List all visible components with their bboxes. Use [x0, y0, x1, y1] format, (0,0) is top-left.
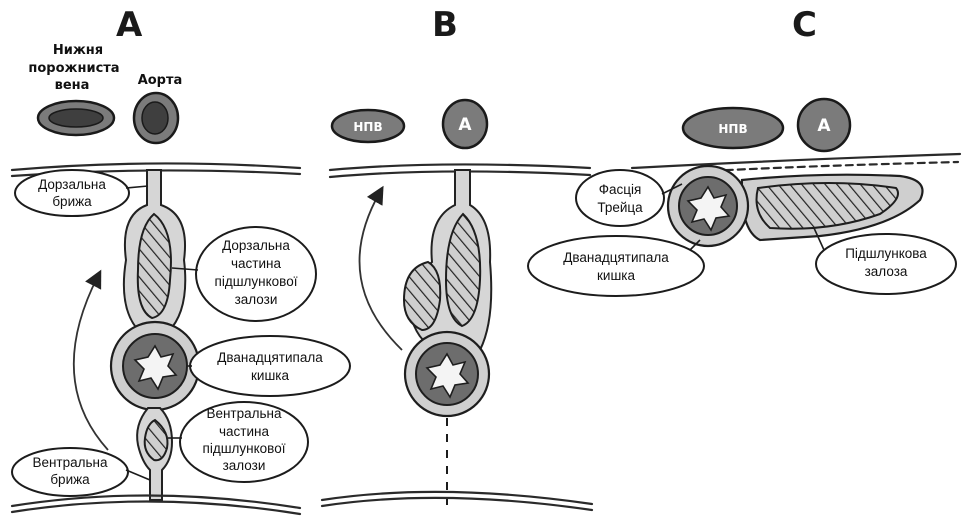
- svg-text:підшлункової: підшлункової: [203, 441, 286, 456]
- svg-text:брижа: брижа: [52, 194, 92, 209]
- ivc-abbr-c: НПВ: [718, 122, 747, 136]
- callout-treitz-fascia: Фасція Трейца: [576, 170, 682, 226]
- aorta-vessel-c: А: [798, 99, 850, 151]
- ivc-vessel-c: НПВ: [683, 108, 783, 148]
- svg-text:частина: частина: [219, 424, 269, 439]
- svg-text:кишка: кишка: [251, 368, 289, 383]
- posterior-wall-c: [632, 154, 960, 168]
- ivc-vessel-b: НПВ: [332, 110, 404, 142]
- svg-text:підшлункової: підшлункової: [215, 274, 298, 289]
- anterior-wall-a: [12, 501, 300, 514]
- panel-b-letter: B: [432, 5, 458, 45]
- curved-arrow-icon: [360, 192, 402, 350]
- svg-text:Трейца: Трейца: [597, 200, 643, 215]
- panel-a: A Нижня порожниста вена Аорта: [12, 5, 350, 514]
- svg-text:Дорзальна: Дорзальна: [38, 177, 106, 192]
- ventral-pancreas-b: [404, 262, 440, 330]
- aorta-label: Аорта: [138, 73, 183, 88]
- aorta-vessel-a: [134, 93, 178, 143]
- callout-duodenum-c: Дванадцятипала кишка: [528, 236, 704, 296]
- duodenum-a: [111, 322, 199, 410]
- callout-duodenum-a: Дванадцятипала кишка: [188, 336, 350, 396]
- svg-text:Фасція: Фасція: [599, 182, 642, 197]
- svg-text:брижа: брижа: [50, 472, 90, 487]
- panel-c-letter: C: [792, 5, 817, 45]
- aorta-vessel-b: А: [443, 100, 487, 148]
- aorta-abbr-c: А: [817, 116, 831, 136]
- svg-text:кишка: кишка: [597, 268, 635, 283]
- svg-text:залози: залози: [235, 292, 278, 307]
- curved-arrow-icon: [74, 276, 108, 450]
- callout-dorsal-mesentery: Дорзальна брижа: [15, 170, 148, 216]
- panel-a-letter: A: [116, 5, 143, 45]
- dorsal-pancreas-a: [138, 214, 171, 318]
- callout-pancreas-c: Підшлункова залоза: [814, 228, 956, 294]
- svg-text:Дванадцятипала: Дванадцятипала: [217, 350, 323, 365]
- svg-text:Дванадцятипала: Дванадцятипала: [563, 250, 669, 265]
- duodenum-b: [405, 332, 489, 416]
- callout-ventral-mesentery: Вентральна брижа: [12, 448, 150, 496]
- svg-text:Вентральна: Вентральна: [32, 455, 108, 470]
- svg-text:залоза: залоза: [865, 264, 908, 279]
- callout-dorsal-pancreas: Дорзальна частина підшлункової залози: [172, 227, 316, 321]
- aorta-abbr-b: А: [458, 115, 472, 135]
- ivc-abbr-b: НПВ: [353, 120, 382, 134]
- svg-text:залози: залози: [223, 458, 266, 473]
- svg-text:частина: частина: [231, 256, 281, 271]
- svg-text:Вентральна: Вентральна: [206, 406, 282, 421]
- svg-text:Підшлункова: Підшлункова: [845, 246, 927, 261]
- panel-c: C НПВ А Фасція Трейца Дванадцят: [528, 5, 960, 296]
- ivc-label-line-3: вена: [55, 78, 90, 93]
- ivc-label-line-1: Нижня: [53, 43, 103, 58]
- ivc-label-line-2: порожниста: [28, 61, 119, 76]
- ivc-label: Нижня порожниста вена: [28, 43, 119, 93]
- callout-ventral-pancreas: Вентральна частина підшлункової залози: [168, 402, 308, 482]
- ivc-vessel-a: [38, 101, 114, 135]
- duodenum-c: [668, 166, 748, 246]
- svg-text:Дорзальна: Дорзальна: [222, 238, 290, 253]
